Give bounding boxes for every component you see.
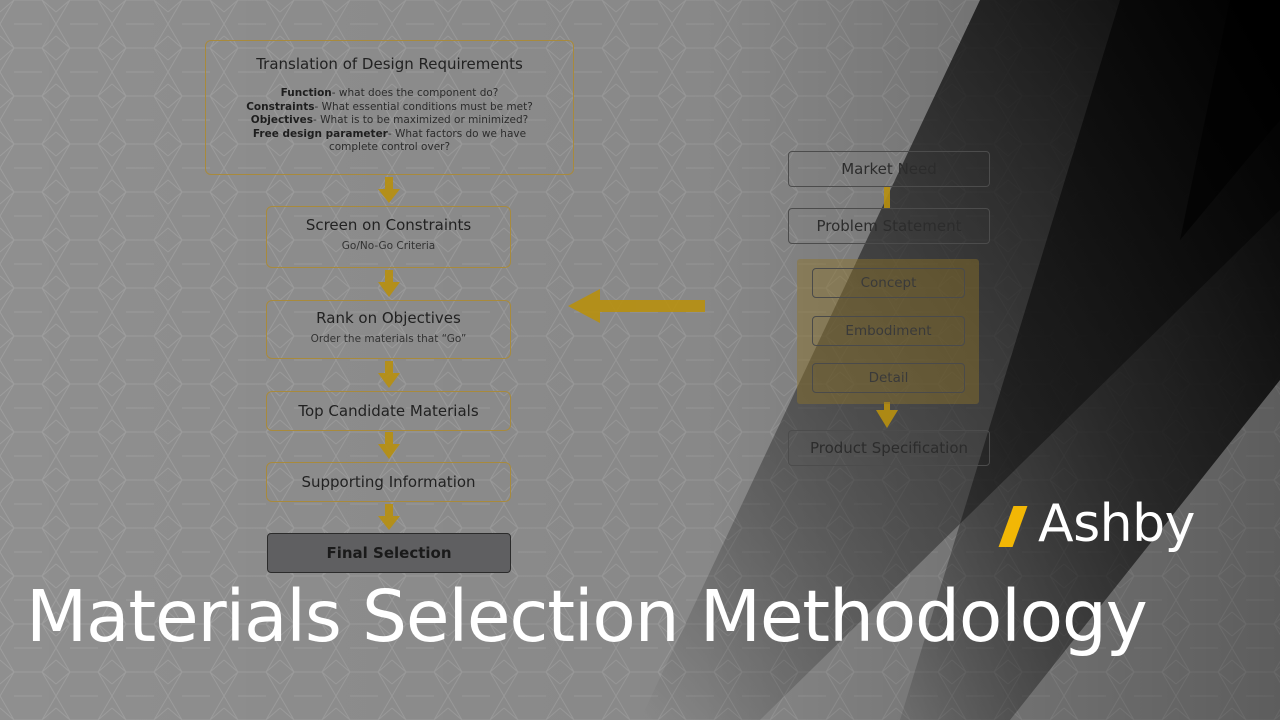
- requirement-line: Constraints- What essential conditions m…: [246, 100, 533, 113]
- market-need-label: Market Need: [841, 160, 937, 178]
- design-requirements-title: Translation of Design Requirements: [256, 55, 523, 73]
- embodiment-stage-box: Embodiment: [812, 316, 965, 346]
- down-arrow-icon: [378, 177, 400, 203]
- down-arrow-icon: [378, 270, 400, 297]
- screen-constraints-title: Screen on Constraints: [305, 216, 472, 234]
- design-stages-panel: [797, 259, 979, 404]
- embodiment-stage-label: Embodiment: [845, 323, 932, 339]
- detail-stage-box: Detail: [812, 363, 965, 393]
- requirement-line: Objectives- What is to be maximized or m…: [250, 114, 529, 126]
- down-arrow-icon: [378, 361, 400, 388]
- problem-statement-label: Problem Statement: [816, 217, 962, 235]
- page-title: Materials Selection Methodology: [26, 575, 1148, 658]
- requirement-line: Function- what does the component do?: [280, 87, 499, 99]
- down-arrow-icon: [378, 504, 400, 530]
- final-selection-title: Final Selection: [326, 544, 452, 562]
- requirement-line: complete control over?: [328, 141, 451, 153]
- down-arrow-icon: [378, 432, 400, 459]
- left-arrow-icon: [568, 289, 705, 323]
- down-arrow-icon: [876, 402, 898, 428]
- brand-logo: Ashby: [1038, 494, 1195, 554]
- rank-objectives-subtitle: Order the materials that “Go”: [310, 333, 467, 345]
- detail-stage-label: Detail: [868, 370, 909, 386]
- top-candidates-box: Top Candidate Materials: [266, 391, 511, 431]
- product-specification-label: Product Specification: [809, 439, 969, 457]
- screen-constraints-subtitle: Go/No-Go Criteria: [341, 240, 436, 252]
- top-candidates-title: Top Candidate Materials: [298, 402, 479, 420]
- concept-stage-label: Concept: [860, 275, 917, 291]
- rank-objectives-box: Rank on Objectives Order the materials t…: [266, 300, 511, 359]
- screen-constraints-box: Screen on Constraints Go/No-Go Criteria: [266, 206, 511, 268]
- problem-statement-box: Problem Statement: [788, 208, 990, 244]
- design-requirements-box: Translation of Design Requirements Funct…: [205, 40, 574, 175]
- design-requirements-list: Function- what does the component do? Co…: [206, 87, 573, 155]
- market-need-box: Market Need: [788, 151, 990, 187]
- concept-stage-box: Concept: [812, 268, 965, 298]
- final-selection-box: Final Selection: [267, 533, 511, 573]
- product-specification-box: Product Specification: [788, 430, 990, 466]
- rank-objectives-title: Rank on Objectives: [316, 309, 461, 327]
- supporting-information-box: Supporting Information: [266, 462, 511, 502]
- requirement-line: Free design parameter- What factors do w…: [252, 127, 527, 140]
- connector-line: [884, 186, 890, 208]
- supporting-information-title: Supporting Information: [301, 473, 476, 491]
